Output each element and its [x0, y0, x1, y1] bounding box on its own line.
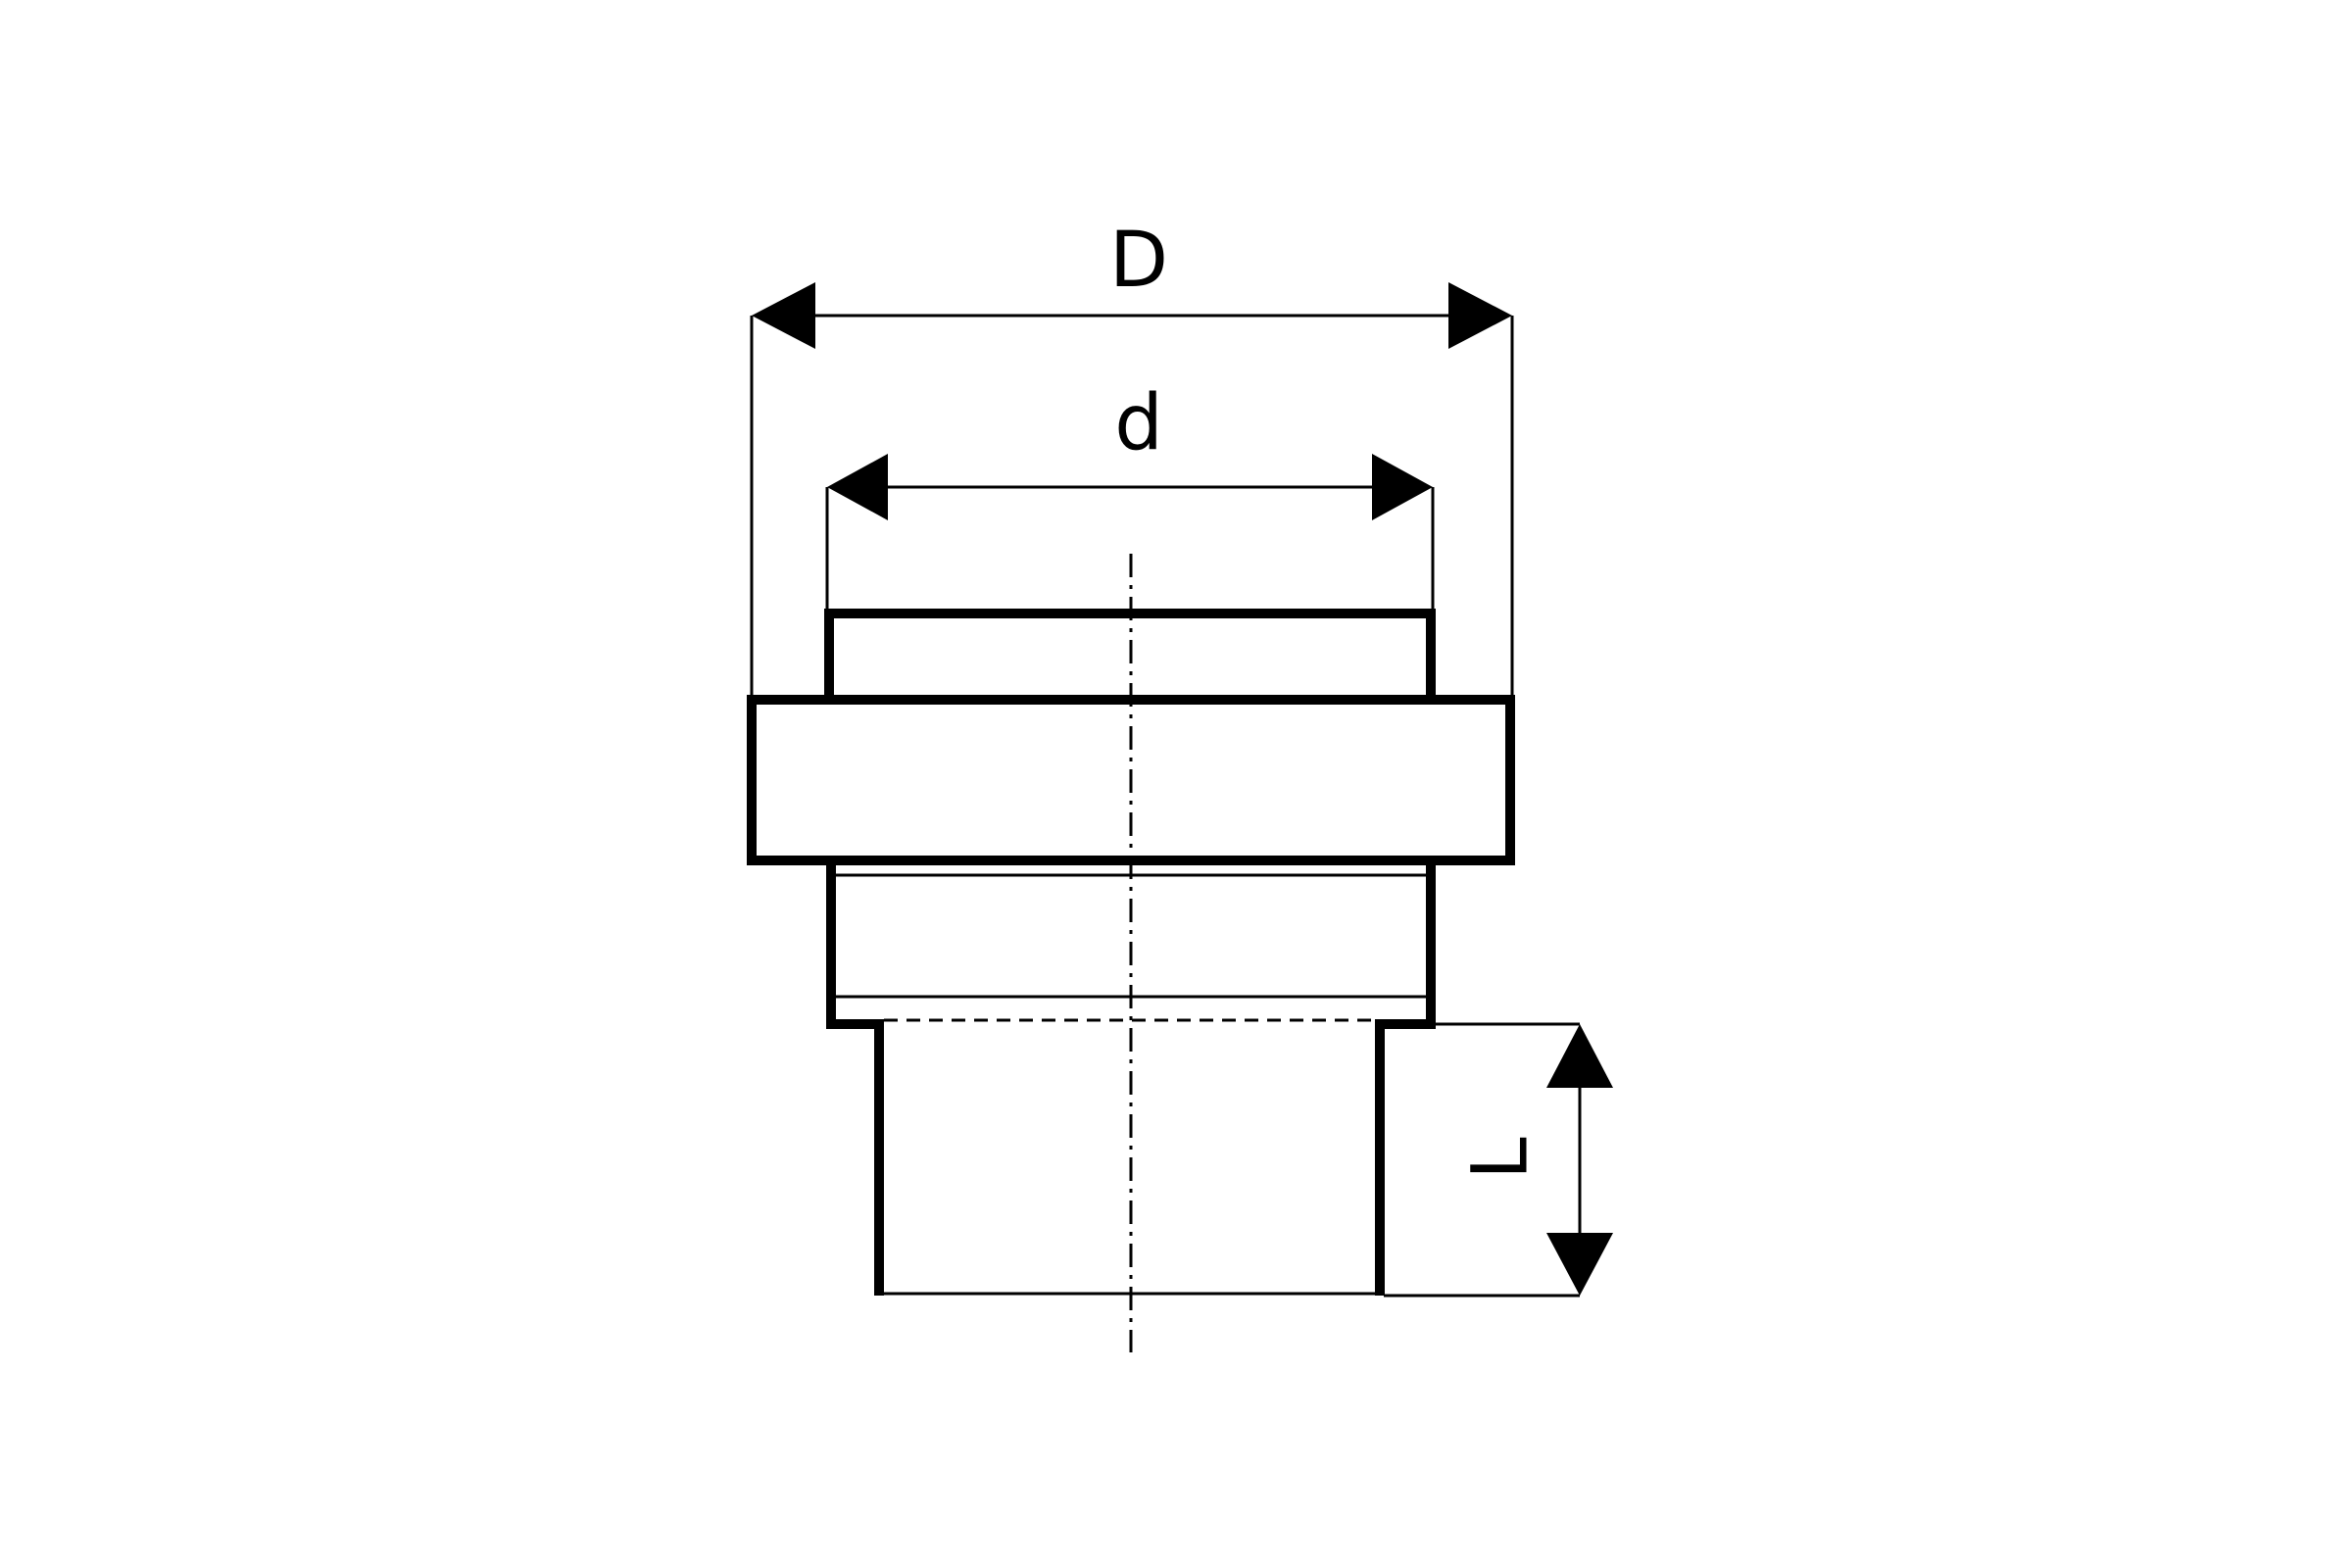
arrowhead-left	[752, 282, 815, 349]
label-inner-diameter: d	[1114, 379, 1163, 467]
dimension-outer-diameter: D	[750, 217, 1514, 698]
arrowhead-left	[827, 454, 888, 520]
dimension-length: L	[1384, 1022, 1613, 1298]
arrowhead-up	[1546, 1024, 1613, 1088]
arrowhead-right	[1448, 282, 1512, 349]
label-outer-diameter: D	[1109, 217, 1168, 305]
middle-collar-outline-right	[1382, 862, 1436, 1029]
arrowhead-down	[1546, 1233, 1613, 1296]
dimension-inner-diameter: d	[825, 379, 1435, 615]
label-length: L	[1456, 1137, 1544, 1180]
middle-collar-outline	[826, 862, 877, 1029]
arrowhead-right	[1372, 454, 1433, 520]
